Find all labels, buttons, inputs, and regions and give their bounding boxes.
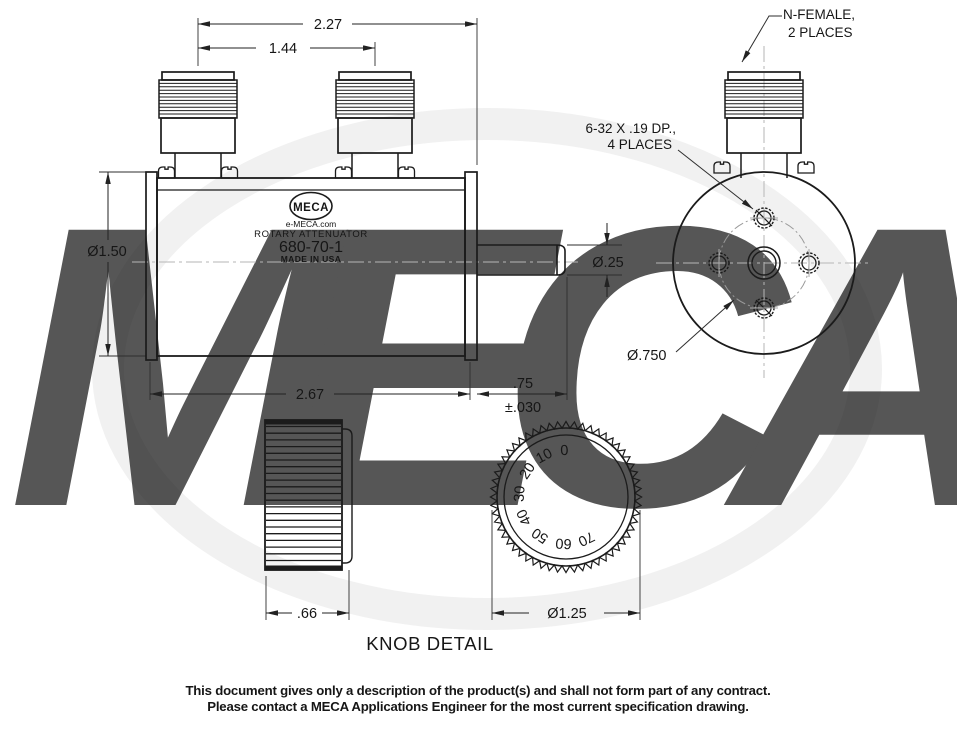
dim-knob-diameter: Ø1.25 <box>547 606 587 622</box>
knob-side-view: .66 <box>264 419 353 622</box>
dim-body-length: 2.67 <box>296 387 324 403</box>
dim-shaft-diameter: Ø.25 <box>592 255 623 271</box>
label-origin: MADE IN USA <box>281 254 342 264</box>
dim-connector-spacing: 1.44 <box>269 41 297 57</box>
callout-screws-line1: 6-32 X .19 DP., <box>585 121 676 136</box>
knob-back-plate <box>342 428 353 564</box>
dial-number: 50 <box>529 524 551 546</box>
watermark-text: MECA <box>8 143 957 590</box>
meca-logo-oval <box>289 191 333 221</box>
knob-detail-title: KNOB DETAIL <box>366 633 494 654</box>
dial-number: 40 <box>514 506 535 528</box>
dim-shaft-tolerance: ±.030 <box>505 400 541 416</box>
knob-knurl-body <box>264 419 343 571</box>
disclaimer-line2: Please contact a MECA Applications Engin… <box>207 699 748 714</box>
dim-shaft-length: .75 <box>513 376 533 392</box>
knob-teeth <box>489 420 643 574</box>
meca-logo-text: MECA <box>293 202 329 214</box>
dim-body-diameter: Ø1.50 <box>87 244 127 260</box>
dim-bolt-circle: Ø.750 <box>627 348 667 364</box>
dim-top-width: 2.27 <box>314 17 342 33</box>
knob-rim-outer <box>496 427 636 567</box>
screw-callout-leader <box>677 149 754 210</box>
label-product-type: ROTARY ATTENUATOR <box>254 229 368 240</box>
footer-disclaimer: This document gives only a description o… <box>185 683 770 714</box>
center-bushing-inner <box>751 250 777 276</box>
dim-knob-width: .66 <box>297 606 317 622</box>
disclaimer-line1: This document gives only a description o… <box>185 683 770 698</box>
dial-number: 20 <box>517 460 539 482</box>
dial-number: 10 <box>534 446 556 468</box>
label-model-number: 680-70-1 <box>279 239 343 256</box>
end-view: N-FEMALE, 2 PLACES 6-32 X .19 DP., 4 PLA… <box>585 7 872 378</box>
dial-number: 70 <box>575 528 597 549</box>
bolt-circle-leader <box>675 299 735 353</box>
body-label: MECA e-MECA.com ROTARY ATTENUATOR 680-70… <box>254 191 368 264</box>
meca-watermark: MECA <box>8 108 957 630</box>
dial-number: 30 <box>512 485 529 502</box>
dial-number: 0 <box>560 443 569 459</box>
side-view: 2.27 1.44 Ø1.50 2.67 .75 ±.030 Ø.25 MECA… <box>87 17 623 416</box>
knurl-lines <box>266 425 341 562</box>
knob-rim-inner <box>503 434 629 560</box>
callout-screws-line2: 4 PLACES <box>607 137 672 152</box>
end-face-circle <box>672 171 856 355</box>
center-bushing-outer <box>747 246 781 280</box>
attenuator-body <box>156 177 466 357</box>
rotary-shaft <box>477 244 566 276</box>
callout-nfemale-line2: 2 PLACES <box>788 25 853 40</box>
nfemale-leader <box>741 15 782 63</box>
label-website: e-MECA.com <box>286 219 337 229</box>
callout-nfemale-line1: N-FEMALE, <box>783 7 855 22</box>
dial-number: 60 <box>555 535 572 552</box>
